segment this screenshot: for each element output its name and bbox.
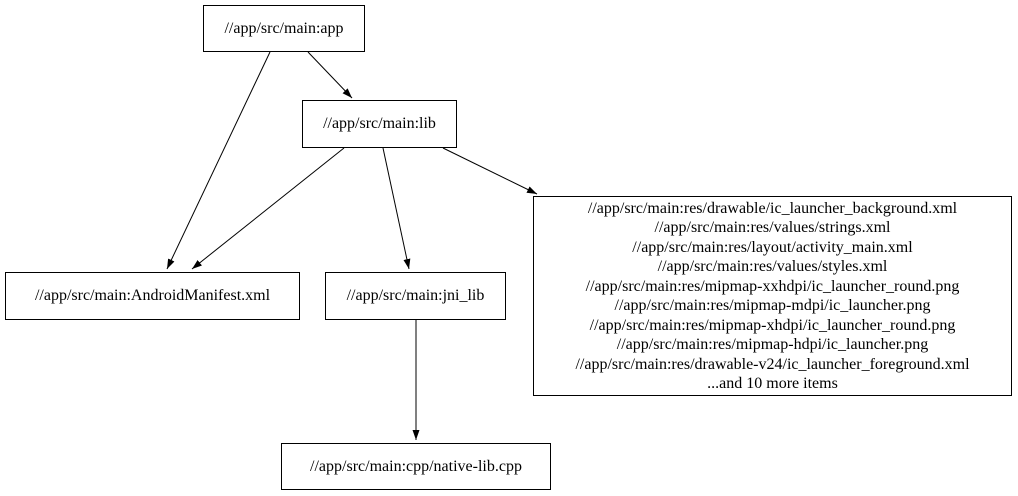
graph-node-res-group-label: //app/src/main:res/layout/activity_main.… bbox=[632, 238, 913, 256]
graph-node-res-group-label: //app/src/main:res/mipmap-xhdpi/ic_launc… bbox=[589, 316, 956, 334]
graph-node-res-group-label: //app/src/main:res/mipmap-mdpi/ic_launch… bbox=[614, 297, 931, 314]
edge-lib-to-jni-lib bbox=[382, 147, 411, 270]
graph-node-lib-label: //app/src/main:lib bbox=[323, 115, 436, 133]
graph-node-res-group-label: //app/src/main:res/values/strings.xml bbox=[654, 219, 891, 236]
graph-node-jni-lib-label: //app/src/main:jni_lib bbox=[346, 287, 485, 305]
edge-lib-to-android-manifest bbox=[191, 147, 345, 270]
graph-node-jni-lib: //app/src/main:jni_lib bbox=[325, 272, 506, 320]
graph-node-res-group-label: //app/src/main:res/mipmap-hdpi/ic_launch… bbox=[616, 336, 929, 353]
edge-group bbox=[166, 51, 538, 440]
graph-node-res-group: //app/src/main:res/drawable/ic_launcher_… bbox=[533, 196, 1012, 396]
graph-node-lib: //app/src/main:lib bbox=[302, 100, 457, 148]
graph-node-res-group-label: //app/src/main:res/drawable/ic_launcher_… bbox=[587, 199, 958, 217]
graph-node-res-group-label: ...and 10 more items bbox=[707, 375, 838, 392]
graph-node-android-manifest: //app/src/main:AndroidManifest.xml bbox=[5, 272, 300, 320]
edge-lib-to-res-group bbox=[442, 147, 538, 195]
edge-app-to-lib bbox=[307, 51, 353, 99]
graph-node-res-group-label: //app/src/main:res/drawable-v24/ic_launc… bbox=[575, 355, 970, 373]
graph-node-app: //app/src/main:app bbox=[203, 5, 365, 52]
graph-node-native-lib-cpp: //app/src/main:cpp/native-lib.cpp bbox=[281, 443, 551, 490]
graph-node-res-group-label: //app/src/main:res/values/styles.xml bbox=[657, 258, 888, 275]
graph-node-res-group-label: //app/src/main:res/mipmap-xxhdpi/ic_laun… bbox=[585, 277, 960, 295]
edge-app-to-android-manifest bbox=[166, 51, 271, 270]
graph-node-app-label: //app/src/main:app bbox=[224, 19, 344, 37]
graph-node-native-lib-cpp-label: //app/src/main:cpp/native-lib.cpp bbox=[310, 457, 522, 475]
graph-node-android-manifest-label: //app/src/main:AndroidManifest.xml bbox=[34, 287, 271, 305]
